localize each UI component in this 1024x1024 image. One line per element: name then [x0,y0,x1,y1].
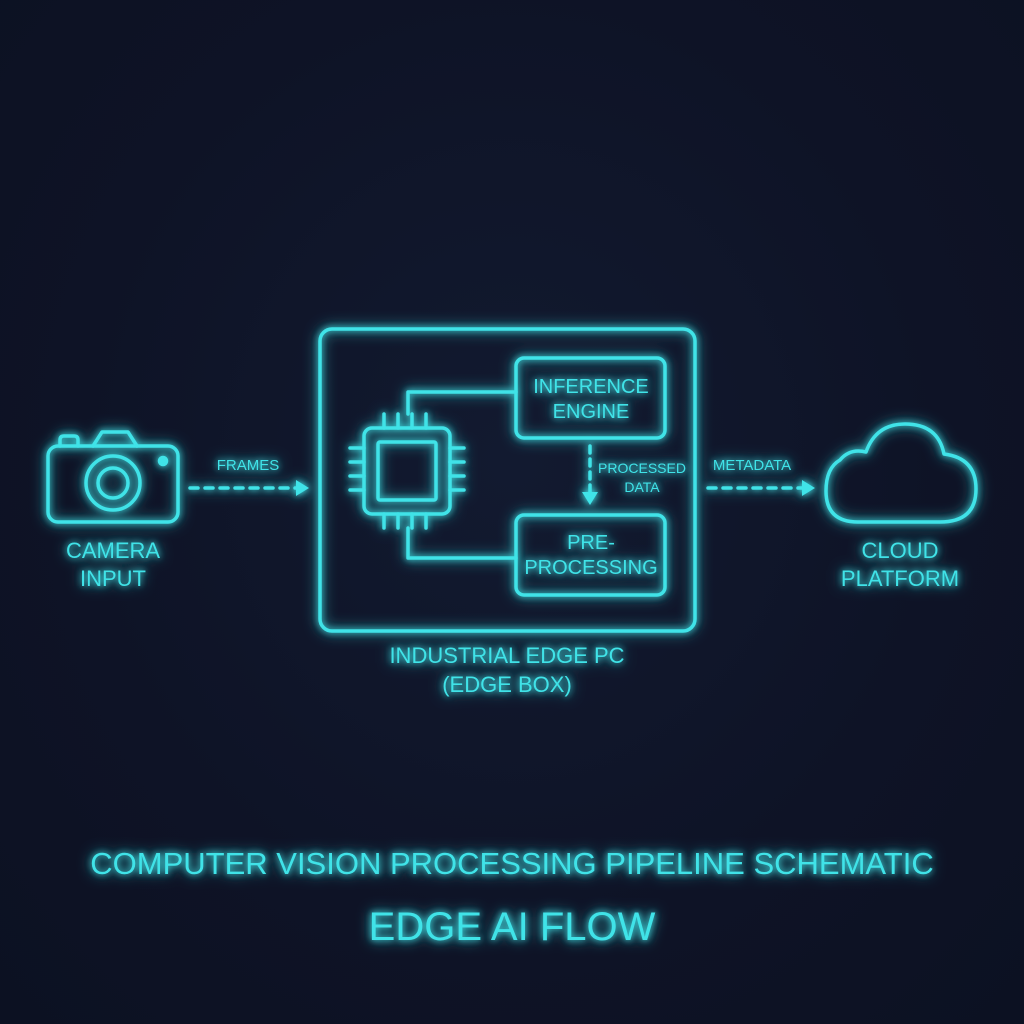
cloud-label-line1: CLOUD [861,538,938,563]
chip-to-preprocessing-connector [406,526,518,560]
camera-icon [46,430,180,524]
processed-data-label-line1: PROCESSED [598,460,686,476]
metadata-label: METADATA [713,457,791,474]
camera-label-line1: CAMERA [66,538,160,563]
edge-box-label-line2: (EDGE BOX) [442,672,572,697]
cloud-icon [824,422,978,524]
edge-box-label-line1: INDUSTRIAL EDGE PC [389,643,624,668]
diagram-title: COMPUTER VISION PROCESSING PIPELINE SCHE… [90,846,933,881]
edge-box-frame [318,327,697,633]
cpu-chip-icon [348,412,466,530]
chip-to-inference-connector [406,390,518,416]
inference-label-line1: INFERENCE [533,376,649,398]
frames-label: FRAMES [217,457,280,474]
inference-engine-box [514,356,667,440]
camera-label-line2: INPUT [80,566,146,591]
inference-label-line2: ENGINE [553,401,630,423]
preprocessing-label-line2: PROCESSING [524,557,657,579]
processed-data-label-line2: DATA [624,479,660,495]
preprocessing-box [514,513,667,597]
preprocessing-label-line1: PRE- [567,532,615,554]
diagram-subtitle: EDGE AI FLOW [369,905,656,949]
cloud-label-line2: PLATFORM [841,566,959,591]
